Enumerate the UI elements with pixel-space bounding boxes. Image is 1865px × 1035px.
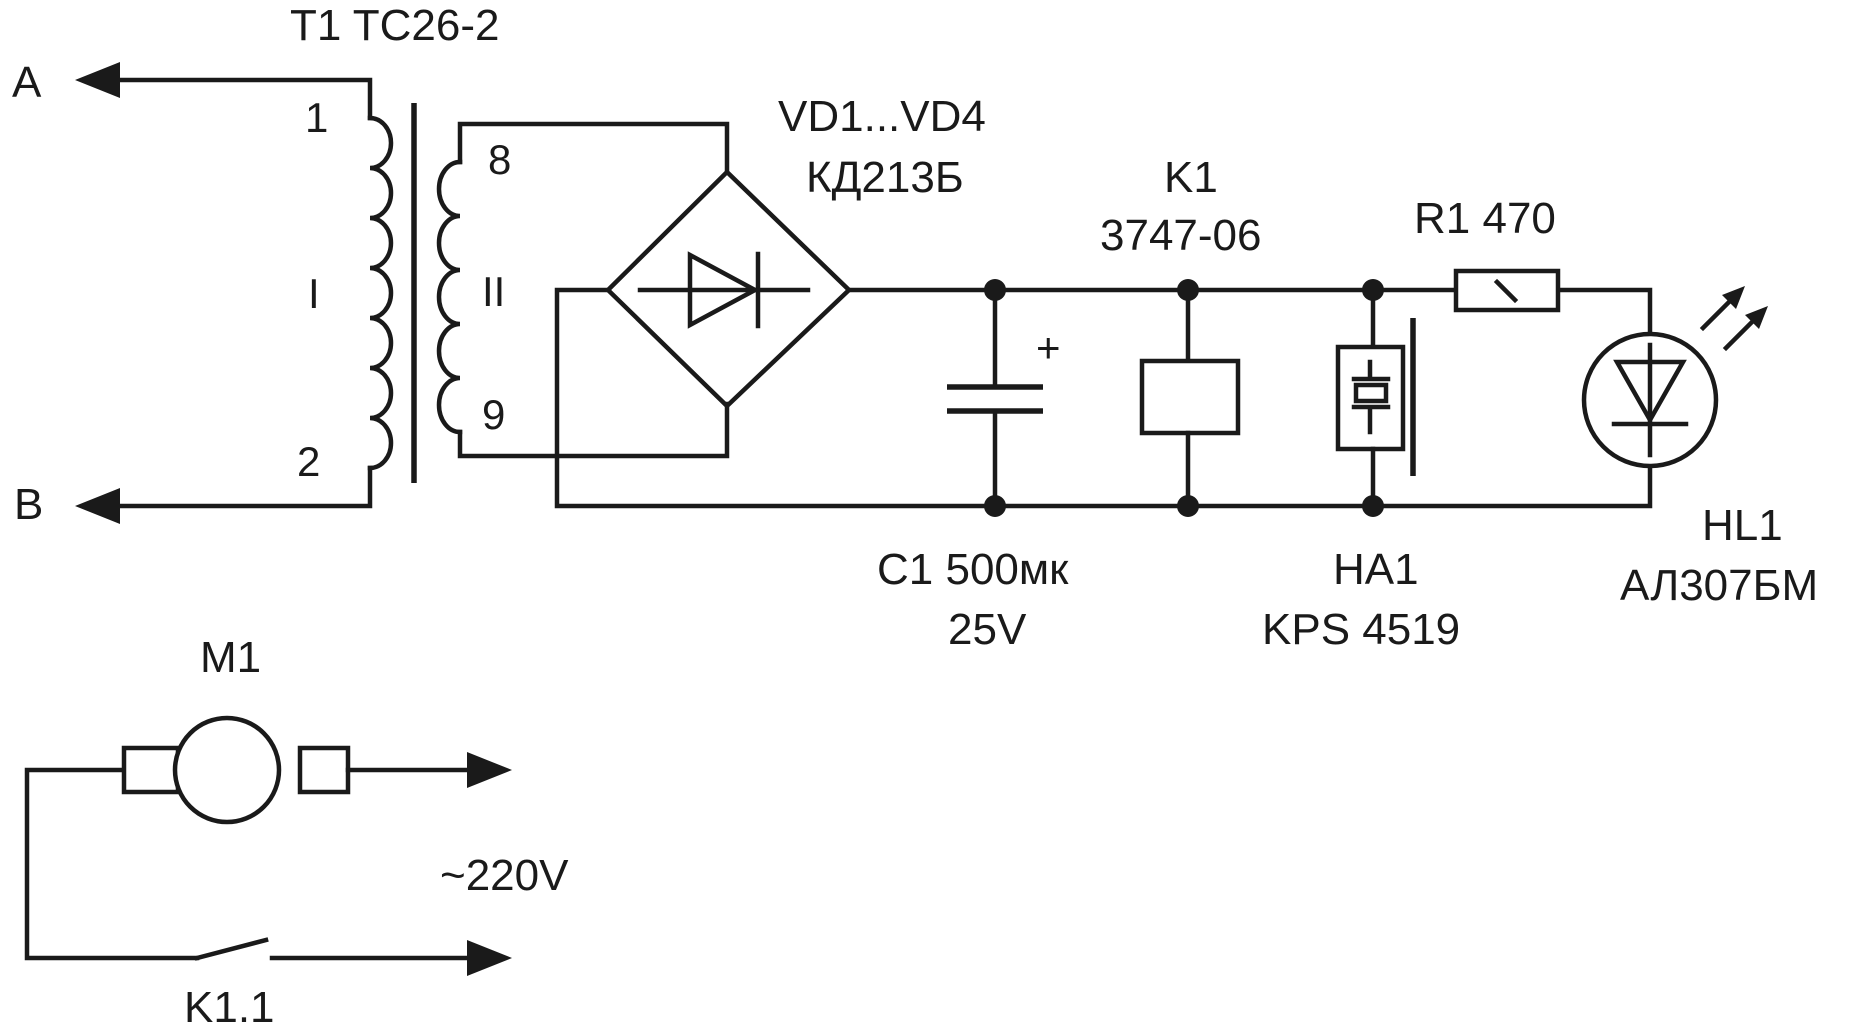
primary-pin-bottom: 2 xyxy=(297,438,320,485)
relay-coil-box xyxy=(1139,358,1241,436)
terminal-b-label: B xyxy=(14,480,43,529)
primary-label: I xyxy=(308,270,320,317)
labels: A B T1 TC26-2 1 I 2 8 II 9 VD1...VD4 КД2… xyxy=(12,1,1818,1032)
bridge-ref: VD1...VD4 xyxy=(778,92,986,141)
capacitor-voltage: 25V xyxy=(948,605,1027,654)
terminal-b-arrow xyxy=(75,488,120,524)
bridge-diode-triangle xyxy=(687,251,760,329)
mains-label: ~220V xyxy=(440,851,569,900)
secondary-top-lead xyxy=(457,121,730,175)
secondary-winding xyxy=(436,159,463,435)
contact-blade xyxy=(194,937,269,961)
led-hl1 xyxy=(1581,286,1768,469)
secondary-bottom-lead xyxy=(457,401,730,459)
capacitor-ref: C1 500мк xyxy=(877,545,1069,594)
transformer-name: T1 TC26-2 xyxy=(290,1,500,50)
buzzer-ha1 xyxy=(1335,287,1416,509)
motor-brush-right xyxy=(297,745,351,795)
positive-rail xyxy=(846,287,1653,348)
contact-k1-1 xyxy=(194,937,512,976)
resistor-label: R1 470 xyxy=(1414,194,1556,243)
relay-k1-coil xyxy=(1139,287,1241,509)
buzzer-part: KPS 4519 xyxy=(1262,605,1460,654)
secondary-pin-bottom: 9 xyxy=(482,391,505,438)
resistor-body xyxy=(1453,268,1561,313)
contact-ref: K1.1 xyxy=(184,983,275,1032)
motor-brush-left xyxy=(121,745,181,795)
led-part: АЛ307БМ xyxy=(1620,561,1818,610)
mains-arrow-bottom xyxy=(467,940,512,976)
bridge-part: КД213Б xyxy=(806,153,964,202)
terminal-a-lead xyxy=(112,77,373,121)
diode-bridge xyxy=(604,168,853,410)
resistor-slash xyxy=(1493,278,1519,304)
capacitor-c1 xyxy=(947,287,1043,509)
negative-rail xyxy=(554,287,1653,509)
motor-m1 xyxy=(24,715,512,961)
junctions xyxy=(984,279,1384,517)
relay-part: 3747-06 xyxy=(1100,211,1261,260)
resistor-r1 xyxy=(1453,268,1561,313)
led-ref: HL1 xyxy=(1702,501,1783,550)
transformer-t1 xyxy=(75,62,730,524)
secondary-label: II xyxy=(482,268,505,315)
bridge-diamond xyxy=(604,168,853,410)
terminal-a-arrow xyxy=(75,62,120,98)
capacitor-plus: + xyxy=(1036,324,1061,371)
mains-arrow-top xyxy=(467,752,512,788)
primary-winding xyxy=(367,115,394,471)
motor-left-lead xyxy=(24,767,200,961)
terminal-a-label: A xyxy=(12,58,42,107)
primary-pin-top: 1 xyxy=(305,94,328,141)
motor-circle xyxy=(172,715,282,825)
motor-ref: M1 xyxy=(200,633,261,682)
terminal-b-lead xyxy=(112,465,373,509)
relay-ref: K1 xyxy=(1164,153,1218,202)
secondary-pin-top: 8 xyxy=(488,136,511,183)
led-triangle xyxy=(1613,359,1687,425)
buzzer-ref: HA1 xyxy=(1333,545,1419,594)
